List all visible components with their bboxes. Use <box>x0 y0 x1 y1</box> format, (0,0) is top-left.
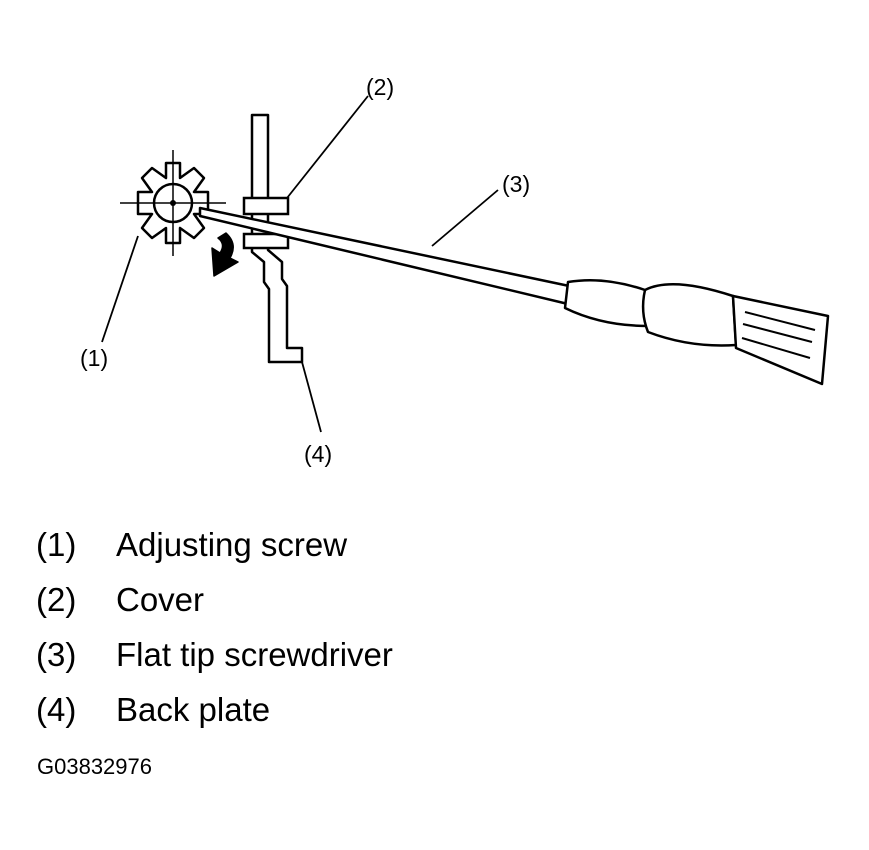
legend-label: Adjusting screw <box>116 526 348 563</box>
leader-lines <box>101 95 499 433</box>
callout-1: (1) <box>80 345 108 371</box>
back-plate <box>250 113 304 364</box>
legend-item: (2) Cover <box>36 581 393 636</box>
legend: (1) Adjusting screw (2) Cover (3) Flat t… <box>36 526 393 746</box>
screwdriver-handle <box>563 278 830 386</box>
legend-label: Cover <box>116 581 205 618</box>
callout-3: (3) <box>502 171 530 197</box>
callout-4: (4) <box>304 441 332 467</box>
cover <box>242 196 290 250</box>
wheel-center-dot <box>170 200 176 206</box>
handle-grip-lines <box>741 311 816 359</box>
legend-item: (1) Adjusting screw <box>36 526 393 581</box>
callout-2: (2) <box>366 74 394 100</box>
figure-id: G03832976 <box>37 754 152 779</box>
legend-item: (3) Flat tip screwdriver <box>36 636 393 691</box>
legend-label: Flat tip screwdriver <box>116 636 393 673</box>
rotation-arrow-icon <box>211 232 239 277</box>
legend-number: (2) <box>36 581 77 618</box>
legend-number: (4) <box>36 691 77 728</box>
legend-item: (4) Back plate <box>36 691 393 746</box>
legend-number: (3) <box>36 636 77 673</box>
diagram-figure: (1) (2) (3) (4) <box>80 74 830 467</box>
legend-label: Back plate <box>116 691 271 728</box>
legend-number: (1) <box>36 526 77 563</box>
